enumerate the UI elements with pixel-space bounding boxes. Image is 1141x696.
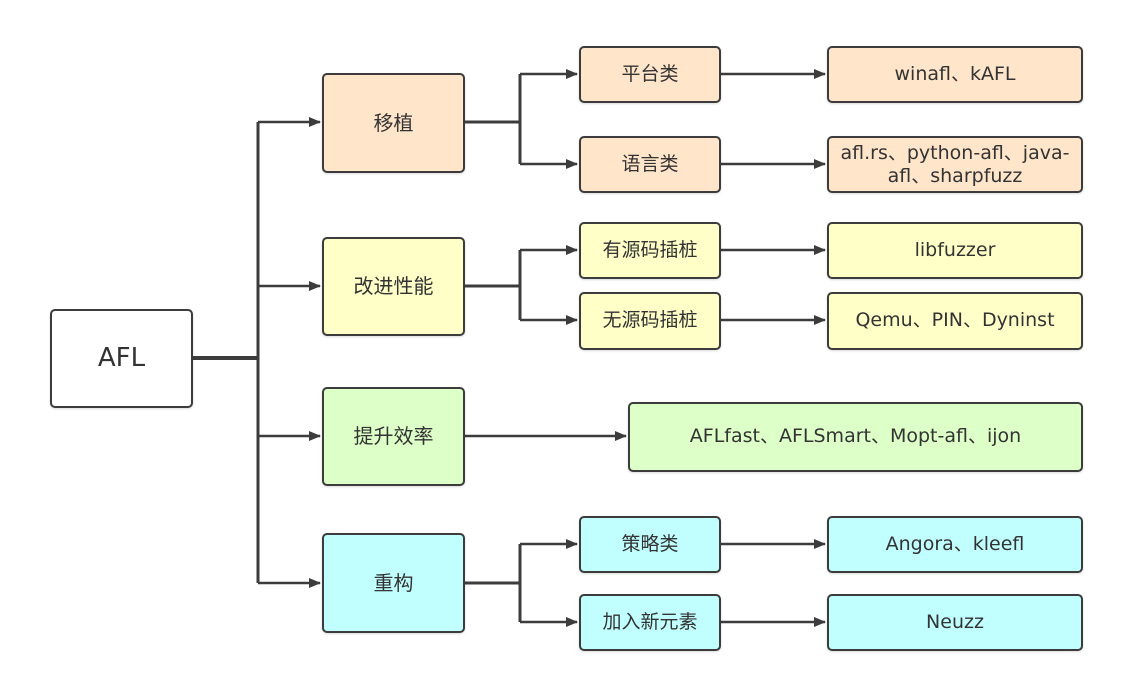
node-efficiency-tools[interactable]: AFLfast、AFLSmart、Mopt-afl、ijon	[628, 402, 1083, 472]
node-refactor[interactable]: 重构	[322, 533, 465, 633]
node-refactor-strategy-tools[interactable]: Angora、kleefl	[827, 516, 1083, 573]
node-porting-label: 移植	[373, 110, 414, 135]
node-porting-language[interactable]: 语言类	[579, 136, 721, 193]
node-afl-label: AFL	[97, 343, 146, 374]
node-porting-language-tools-label: afl.rs、python-afl、java-afl、sharpfuzz	[840, 141, 1070, 187]
node-performance[interactable]: 改进性能	[322, 237, 465, 336]
node-performance-source-label: 有源码插桩	[602, 238, 698, 261]
node-performance-nosource-tools-label: Qemu、PIN、Dyninst	[855, 309, 1055, 332]
node-performance-nosource-tools[interactable]: Qemu、PIN、Dyninst	[827, 292, 1083, 350]
node-performance-nosource[interactable]: 无源码插桩	[579, 292, 721, 350]
node-porting[interactable]: 移植	[322, 73, 465, 173]
node-refactor-strategy-label: 策略类	[621, 532, 679, 555]
node-porting-platform-label: 平台类	[621, 62, 679, 85]
edge-performance-junction	[464, 250, 522, 320]
node-refactor-new-label: 加入新元素	[602, 610, 698, 633]
node-performance-source-tools-label: libfuzzer	[914, 238, 996, 261]
node-refactor-label: 重构	[373, 570, 414, 595]
node-efficiency[interactable]: 提升效率	[322, 387, 465, 486]
node-porting-platform[interactable]: 平台类	[579, 46, 721, 103]
node-porting-platform-tools[interactable]: winafl、kAFL	[827, 46, 1083, 103]
node-refactor-new[interactable]: 加入新元素	[579, 594, 721, 651]
edge-refactor-junction	[464, 544, 522, 622]
node-refactor-strategy-tools-label: Angora、kleefl	[885, 532, 1025, 555]
node-refactor-new-tools-label: Neuzz	[926, 610, 984, 633]
node-porting-language-tools[interactable]: afl.rs、python-afl、java-afl、sharpfuzz	[827, 136, 1083, 193]
node-performance-nosource-label: 无源码插桩	[602, 309, 698, 332]
node-performance-label: 改进性能	[353, 274, 434, 298]
node-afl[interactable]: AFL	[50, 309, 193, 408]
node-efficiency-tools-label: AFLfast、AFLSmart、Mopt-afl、ijon	[689, 425, 1022, 448]
node-porting-platform-tools-label: winafl、kAFL	[894, 62, 1016, 85]
node-performance-source-tools[interactable]: libfuzzer	[827, 222, 1083, 279]
edge-porting-junction	[464, 74, 522, 164]
node-refactor-strategy[interactable]: 策略类	[579, 516, 721, 573]
node-refactor-new-tools[interactable]: Neuzz	[827, 594, 1083, 651]
node-efficiency-label: 提升效率	[353, 424, 434, 448]
node-performance-source[interactable]: 有源码插桩	[579, 222, 721, 279]
node-porting-language-label: 语言类	[621, 152, 679, 175]
